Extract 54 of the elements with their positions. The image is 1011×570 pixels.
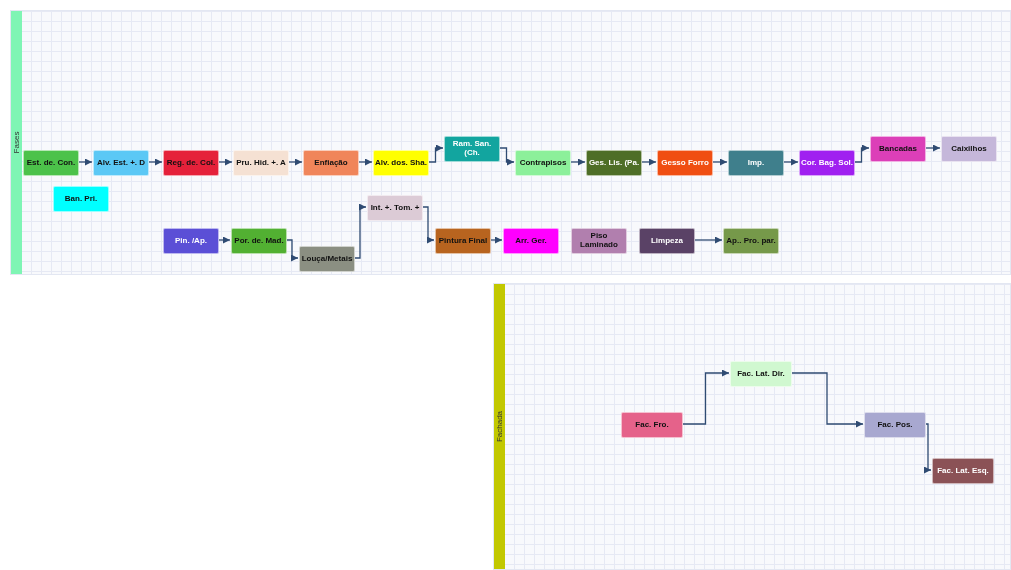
process-box: Fac. Fro. [621,412,683,438]
arrow [924,423,932,474]
process-box: Arr. Ger. [503,228,559,254]
process-box: Gesso Forro [657,150,713,176]
lane-title: Fachada [495,410,504,443]
arrow [924,144,941,152]
swimlane [493,283,1011,570]
arrow [693,236,723,244]
arrow [217,236,231,244]
process-box: Imp. [728,150,784,176]
arrow [147,158,163,166]
arrow [489,236,503,244]
arrow [640,158,657,166]
process-box: Cor. Bag. Sol. [799,150,855,176]
process-box: Est. de. Con. [23,150,79,176]
process-box: Int. +. Tom. + [367,195,423,221]
arrow [498,147,515,166]
arrow [711,158,728,166]
process-box: Pru. Hid. +. A [233,150,289,176]
process-box: Ges. Lis. (Pa. [586,150,642,176]
arrow [681,369,730,425]
arrow [353,203,367,259]
arrow [790,372,864,428]
process-box: Reg. de. Col. [163,150,219,176]
process-box: Ap.. Pro. par. [723,228,779,254]
process-box: Piso Laminado [571,228,627,254]
arrow [853,144,870,163]
process-box: Louça/Metais [299,246,355,272]
arrow [421,206,435,244]
arrow [217,158,233,166]
lane-title: Fases [12,131,21,154]
arrow [427,144,444,163]
arrow [77,158,93,166]
process-box: Ram. San. (Ch. [444,136,500,162]
arrow [569,158,586,166]
process-box: Enfiação [303,150,359,176]
arrow [782,158,799,166]
arrow [285,239,299,262]
process-box: Ban. Pri. [53,186,109,212]
process-box: Caixilhos [941,136,997,162]
arrow [357,158,373,166]
process-box: Alv. dos. Sha. [373,150,429,176]
process-box: Fac. Pos. [864,412,926,438]
process-box: Fac. Lat. Dir. [730,361,792,387]
process-box: Alv. Est. +. D [93,150,149,176]
process-box: Bancadas [870,136,926,162]
process-box: Contrapisos [515,150,571,176]
process-box: Fac. Lat. Esq. [932,458,994,484]
process-box: Pintura Final [435,228,491,254]
arrow [287,158,303,166]
process-box: Pin. /Ap. [163,228,219,254]
process-box: Limpeza [639,228,695,254]
swimlane [10,10,1011,275]
process-box: Por. de. Mad. [231,228,287,254]
